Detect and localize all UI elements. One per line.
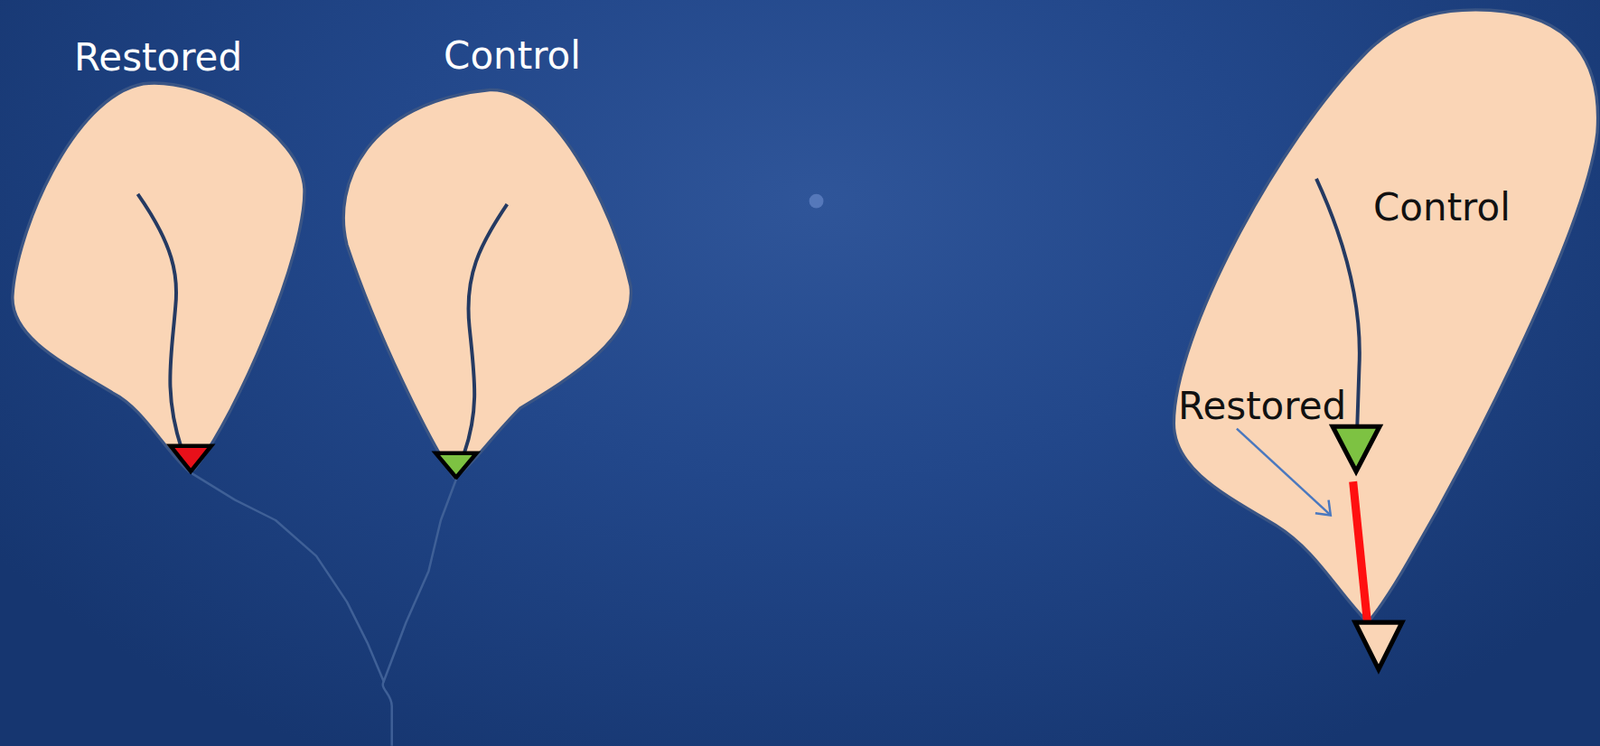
green-triangle [435, 453, 477, 478]
leaf-label: Control [1373, 187, 1511, 229]
vein-line [1316, 178, 1360, 430]
glow-dot [809, 194, 824, 209]
green-triangle [1332, 426, 1380, 472]
leaf-label: Control [443, 35, 581, 77]
vein-line [464, 204, 507, 454]
stem-line [383, 682, 393, 746]
leaf-label: Restored [1178, 384, 1347, 427]
leaf-body [343, 89, 631, 478]
leader-arrowhead [1315, 500, 1331, 516]
red-triangle [170, 446, 212, 472]
leaf-body [11, 83, 304, 472]
leaf-outline [1163, 0, 1600, 633]
vein-connector [191, 473, 457, 682]
leaf-outline [5, 30, 312, 480]
restored-segment [1353, 481, 1368, 623]
leaf-body [1173, 9, 1598, 623]
leader-line [1236, 429, 1330, 515]
leaf-label: Restored [74, 37, 243, 79]
leaf-shape: Control [331, 30, 643, 486]
vein-line [137, 194, 182, 450]
leaf-shape: ControlRestored [1163, 0, 1600, 633]
leaf-shape: Restored [5, 30, 312, 480]
white-triangle [1355, 622, 1403, 670]
leaf-outline [331, 30, 643, 486]
